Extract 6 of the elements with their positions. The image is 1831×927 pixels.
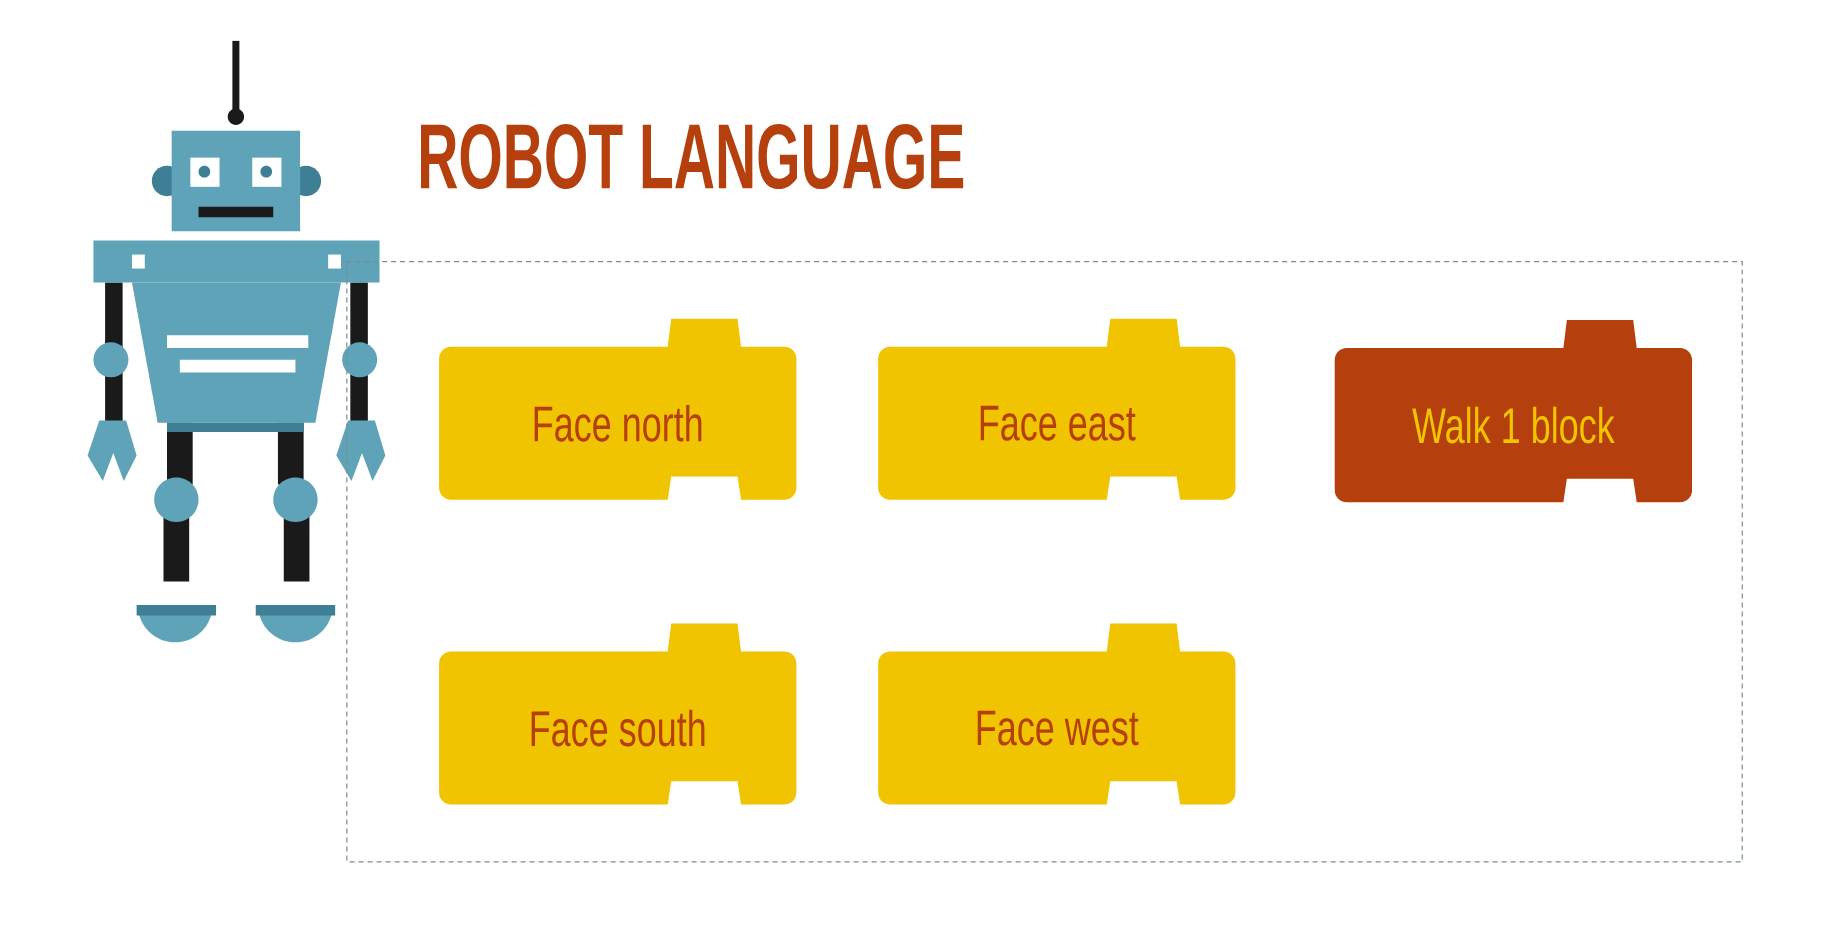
code-block: Face east <box>878 318 1236 500</box>
title: ROBOT LANGUAGE <box>421 123 964 189</box>
code-block: Face north <box>439 318 797 500</box>
code-block: Walk 1 block <box>1334 319 1693 503</box>
code-block: Face south <box>439 623 797 805</box>
code-block: Face west <box>878 623 1236 805</box>
